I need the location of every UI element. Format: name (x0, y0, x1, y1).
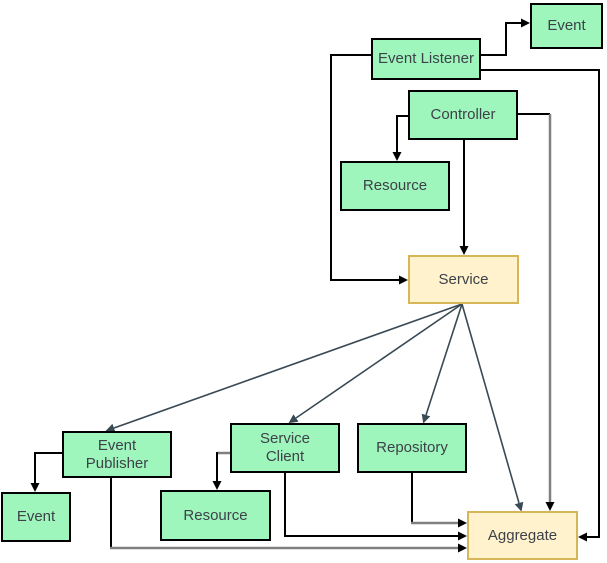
node-event-listener: Event Listener (371, 38, 481, 80)
edge-eventlistener-aggregate (481, 69, 600, 542)
edge-service-aggregate (461, 303, 524, 512)
edge-eventpublisher-event (30, 452, 62, 492)
node-resource-bottom: Resource (160, 490, 271, 541)
node-aggregate: Aggregate (467, 511, 578, 560)
node-service-client: Service Client (230, 423, 340, 473)
node-service: Service (408, 255, 519, 304)
node-event-bottom: Event (1, 492, 71, 542)
edge-eventlistener-event (481, 18, 530, 56)
edge-service-serviceclient (288, 303, 463, 424)
edge-service-eventpublisher (105, 303, 463, 433)
node-event-publisher: Event Publisher (62, 431, 172, 478)
edge-eventlistener-service (330, 54, 408, 285)
edge-controller-resource (392, 115, 408, 161)
node-repository: Repository (357, 423, 467, 473)
edge-service-repository (421, 303, 463, 424)
edge-serviceclient-aggregate (284, 473, 467, 541)
node-resource-top: Resource (340, 161, 450, 211)
node-controller: Controller (408, 90, 518, 140)
node-event-top: Event (530, 3, 603, 49)
